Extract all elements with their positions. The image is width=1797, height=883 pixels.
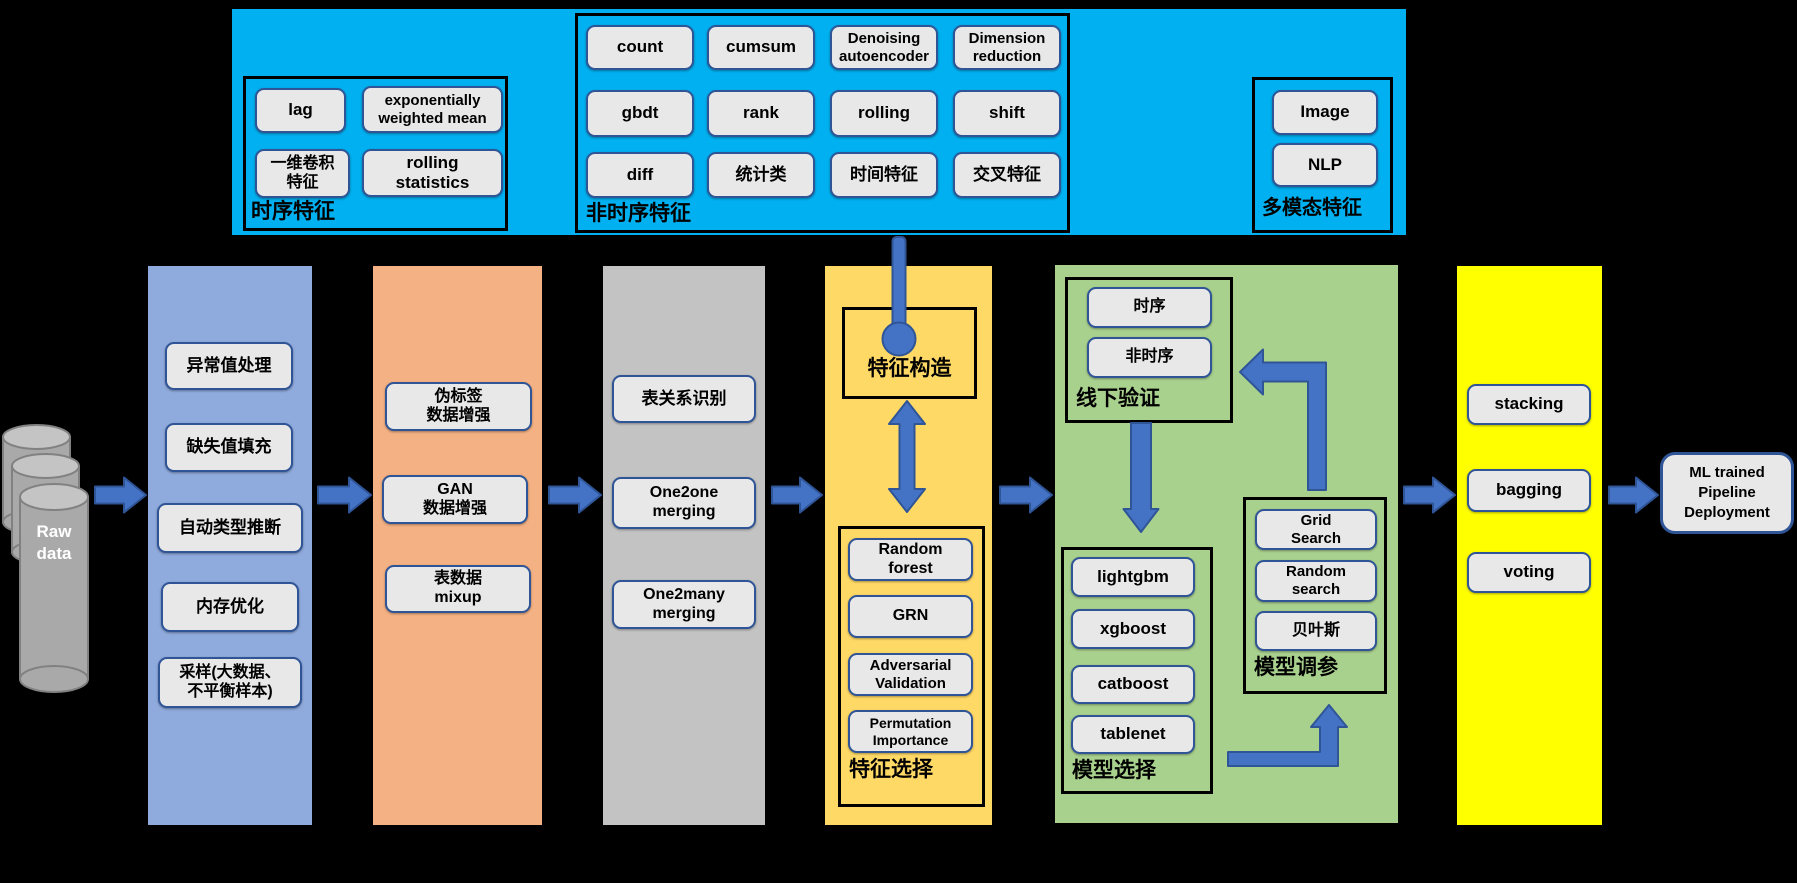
stage-preprocessing: 异常值处理 缺失值填充 自动类型推断 内存优化 采样(大数据、 不平衡样本) — [148, 266, 312, 825]
chip-rolling-statistics: rolling statistics — [362, 149, 503, 197]
stage-modeling: 时序 非时序 线下验证 lightgbm xgboost catboost ta… — [1055, 265, 1398, 823]
chip-non-time-series: 非时序 — [1087, 337, 1212, 378]
stage-feature-engineering: 特征构造 Random forest GRN Adversarial Valid… — [825, 266, 992, 825]
chip-rank: rank — [707, 90, 815, 137]
chip-random-search: Random search — [1255, 560, 1377, 602]
chip-auto-type-inference: 自动类型推断 — [157, 503, 303, 553]
chip-one2one-merging: One2one merging — [612, 477, 756, 529]
chip-pseudo-label-augmentation: 伪标签 数据增强 — [385, 382, 532, 431]
chip-lightgbm: lightgbm — [1071, 557, 1195, 597]
multimodal-title: 多模态特征 — [1262, 197, 1362, 219]
chip-conv1d-feature: 一维卷积 特征 — [255, 149, 350, 198]
flow-arrow-ensemble-to-output — [1608, 476, 1659, 514]
flow-arrow-augment-to-merge — [548, 476, 602, 514]
offline-validation-box: 时序 非时序 线下验证 — [1065, 277, 1233, 423]
raw-data-label: Raw data — [36, 521, 72, 563]
chip-random-forest: Random forest — [848, 538, 973, 581]
offline-validation-title: 线下验证 — [1076, 387, 1160, 410]
chip-stacking: stacking — [1467, 384, 1591, 425]
non-time-series-title: 非时序特征 — [586, 202, 691, 225]
chip-gbdt: gbdt — [586, 90, 694, 137]
ml-deployment-box: ML trained Pipeline Deployment — [1660, 452, 1794, 534]
stage-table-merging: 表关系识别 One2one merging One2many merging — [603, 266, 765, 825]
model-tuning-title: 模型调参 — [1254, 656, 1338, 679]
model-tuning-box: Grid Search Random search 贝叶斯 模型调参 — [1243, 497, 1387, 694]
chip-time-series: 时序 — [1087, 287, 1212, 328]
non-time-series-feature-box: count cumsum Denoising autoencoder Dimen… — [575, 13, 1070, 233]
chip-xgboost: xgboost — [1071, 609, 1195, 649]
feature-construction-box: 特征构造 — [842, 307, 977, 399]
model-selection-box: lightgbm xgboost catboost tablenet 模型选择 — [1061, 547, 1213, 794]
chip-rolling: rolling — [830, 90, 938, 137]
flow-arrow-source-to-preprocess — [94, 476, 147, 514]
chip-outlier-handling: 异常值处理 — [165, 342, 293, 390]
model-selection-title: 模型选择 — [1072, 759, 1156, 782]
chip-grid-search: Grid Search — [1255, 509, 1377, 550]
stage-data-augmentation: 伪标签 数据增强 GAN 数据增强 表数据 mixup — [373, 266, 542, 825]
chip-voting: voting — [1467, 552, 1591, 593]
chip-bayesian: 贝叶斯 — [1255, 611, 1377, 651]
time-series-feature-box: lag exponentially weighted mean 一维卷积 特征 … — [243, 76, 508, 231]
feature-library-panel: lag exponentially weighted mean 一维卷积 特征 … — [229, 6, 1409, 238]
chip-sampling: 采样(大数据、 不平衡样本) — [158, 657, 302, 708]
feature-selection-title: 特征选择 — [849, 758, 933, 781]
chip-image: Image — [1272, 90, 1378, 135]
chip-bagging: bagging — [1467, 469, 1591, 512]
chip-denoising-autoencoder: Denoising autoencoder — [830, 25, 938, 70]
chip-grn: GRN — [848, 595, 973, 638]
chip-exponentially-weighted-mean: exponentially weighted mean — [362, 86, 503, 133]
multimodal-feature-box: Image NLP 多模态特征 — [1252, 77, 1393, 233]
chip-permutation-importance: Permutation Importance — [848, 710, 973, 753]
flow-arrow-feature-to-model — [999, 476, 1053, 514]
chip-adversarial-validation: Adversarial Validation — [848, 653, 973, 696]
chip-table-mixup: 表数据 mixup — [385, 565, 531, 613]
chip-catboost: catboost — [1071, 665, 1195, 704]
chip-gan-augmentation: GAN 数据增强 — [382, 475, 528, 524]
chip-count: count — [586, 25, 694, 70]
chip-table-relation-detection: 表关系识别 — [612, 375, 756, 423]
chip-nlp: NLP — [1272, 143, 1378, 187]
chip-statistics-class: 统计类 — [707, 152, 815, 198]
chip-tablenet: tablenet — [1071, 715, 1195, 754]
chip-cross-feature: 交叉特征 — [953, 152, 1061, 198]
flow-arrow-merge-to-feature — [771, 476, 823, 514]
chip-lag: lag — [255, 88, 346, 133]
stage-ensemble: stacking bagging voting — [1457, 266, 1602, 825]
time-series-title: 时序特征 — [251, 200, 335, 223]
chip-shift: shift — [953, 90, 1061, 137]
chip-one2many-merging: One2many merging — [612, 580, 756, 629]
chip-memory-optimization: 内存优化 — [161, 582, 299, 632]
feature-construction-title: 特征构造 — [867, 357, 952, 380]
flow-arrow-model-to-ensemble — [1403, 476, 1456, 514]
chip-cumsum: cumsum — [707, 25, 815, 70]
chip-diff: diff — [586, 152, 694, 198]
feature-selection-box: Random forest GRN Adversarial Validation… — [838, 526, 985, 807]
chip-missing-value-fill: 缺失值填充 — [165, 423, 293, 472]
flow-arrow-preprocess-to-augment — [317, 476, 372, 514]
chip-time-feature: 时间特征 — [830, 152, 938, 198]
chip-dimension-reduction: Dimension reduction — [953, 25, 1061, 70]
